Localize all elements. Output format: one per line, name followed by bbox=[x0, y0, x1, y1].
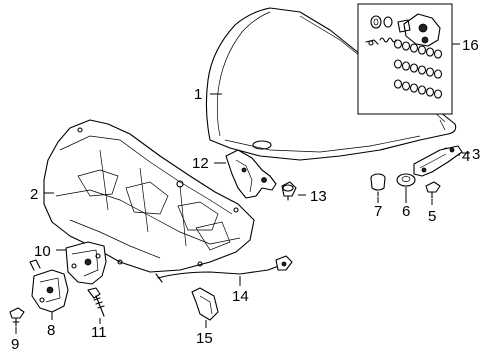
callout-9: 9 bbox=[11, 336, 19, 353]
hardware-kit bbox=[357, 3, 453, 115]
callout-2: 2 bbox=[30, 186, 38, 203]
ring-row-1 bbox=[393, 39, 443, 59]
ring-row-3 bbox=[393, 79, 443, 99]
callout-7: 7 bbox=[374, 203, 382, 220]
callout-15: 15 bbox=[196, 330, 213, 347]
hinge-bolt bbox=[281, 181, 297, 201]
latch-bolt bbox=[9, 307, 25, 327]
callout-14: 14 bbox=[232, 288, 249, 305]
hood-latch bbox=[65, 241, 107, 285]
callout-10: 10 bbox=[34, 243, 51, 260]
callout-8: 8 bbox=[47, 322, 55, 339]
latch-assembly bbox=[29, 259, 69, 313]
callout-13: 13 bbox=[310, 188, 327, 205]
callout-3: 3 bbox=[472, 146, 480, 163]
release-cable bbox=[155, 255, 293, 283]
ring-row-2 bbox=[393, 59, 443, 79]
cable-clip bbox=[191, 287, 219, 321]
long-bolt bbox=[87, 287, 105, 317]
latch-bracket bbox=[413, 145, 463, 177]
callout-12: 12 bbox=[192, 155, 209, 172]
hinge-bracket bbox=[225, 149, 277, 199]
callout-5: 5 bbox=[428, 208, 436, 225]
grommet bbox=[396, 173, 416, 187]
callout-16: 16 bbox=[462, 37, 479, 54]
splash-shield bbox=[43, 119, 255, 273]
callout-11: 11 bbox=[91, 324, 107, 341]
hood-bumper bbox=[370, 173, 386, 197]
retainer-clip bbox=[425, 181, 441, 199]
callout-6: 6 bbox=[402, 203, 410, 220]
callout-1: 1 bbox=[194, 86, 202, 103]
callout-4: 4 bbox=[462, 148, 470, 165]
